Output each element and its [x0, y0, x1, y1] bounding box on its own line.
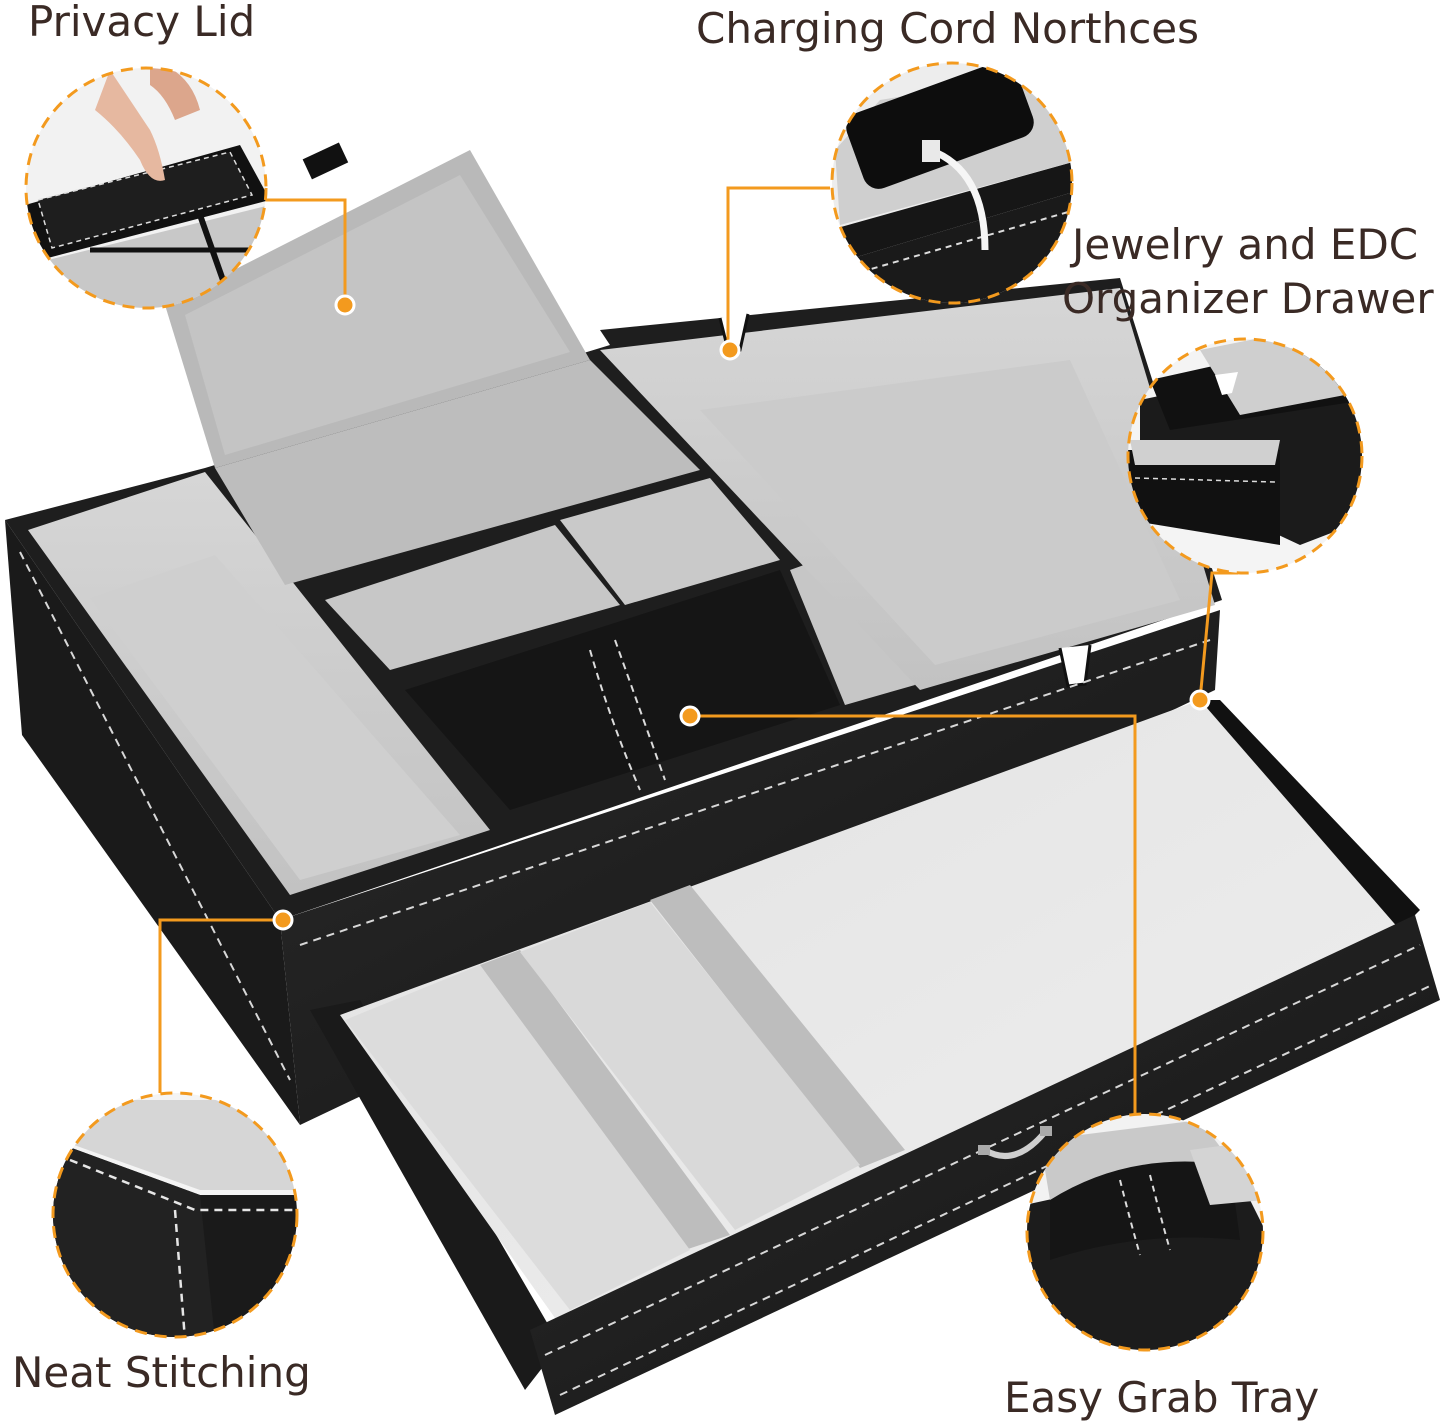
organizer-left-wall [5, 520, 300, 1125]
detail-circle-charging [830, 61, 1074, 305]
label-charging-cord-notches: Charging Cord Northces [696, 4, 1200, 53]
callout-dots [272, 294, 1211, 931]
drawer-front [530, 915, 1440, 1415]
label-easy-grab-tray: Easy Grab Tray [1004, 1373, 1320, 1422]
valet-leather-tray [405, 570, 840, 810]
label-jewelry-line2: Organizer Drawer [1062, 274, 1434, 323]
detail-circle-stitching [51, 1091, 299, 1339]
label-jewelry-line1: Jewelry and EDC [1072, 220, 1419, 269]
detail-circle-grab-tray [1025, 1112, 1265, 1352]
label-neat-stitching: Neat Stitching [12, 1348, 311, 1397]
small-compartment-right [560, 478, 780, 605]
detail-circle-drawer [1126, 337, 1364, 575]
drawer-handle [983, 1130, 1048, 1159]
privacy-lid [165, 142, 590, 468]
label-privacy-lid: Privacy Lid [28, 0, 256, 46]
lid-compartment [215, 360, 700, 585]
callout-lines [158, 186, 1238, 1115]
small-compartment-left [325, 525, 620, 670]
